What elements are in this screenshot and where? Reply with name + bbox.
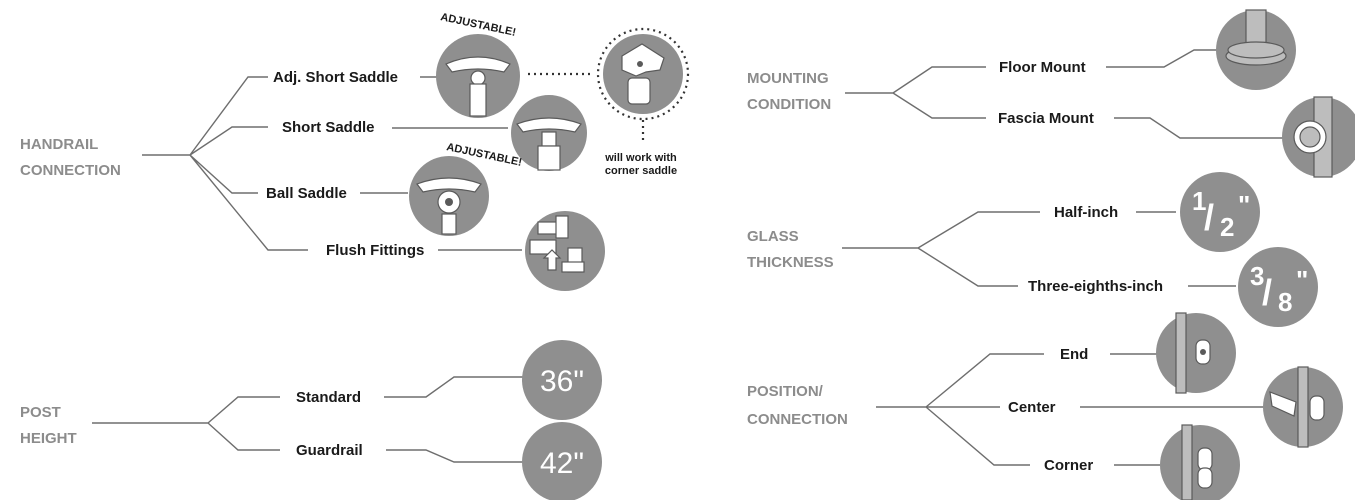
option-flush-fittings: Flush Fittings — [326, 242, 424, 259]
connector-fascia-mount — [1114, 117, 1284, 139]
position-category-line1: POSITION/ — [747, 383, 824, 400]
corner-clamp-icon — [1160, 424, 1240, 500]
corner-note-line2: corner saddle — [605, 165, 677, 177]
saddle-adjustable-icon — [436, 34, 520, 118]
handrail-connection-group: HANDRAIL CONNECTION Adj. Short Saddle Sh… — [20, 11, 690, 291]
option-adj-short-saddle: Adj. Short Saddle — [273, 69, 398, 86]
post-height-group: POST HEIGHT Standard Guardrail 36" 42" — [20, 340, 602, 500]
half-inch-badge: 1 / 2 " — [1180, 172, 1260, 252]
glass-category-line1: GLASS — [747, 228, 799, 245]
option-ball-saddle: Ball Saddle — [266, 185, 347, 202]
connector-floor-mount — [1106, 49, 1218, 68]
three-eighths-denominator: 8 — [1278, 287, 1292, 317]
option-half-inch: Half-inch — [1054, 204, 1118, 221]
half-inch-slash: / — [1204, 197, 1214, 238]
height-42-badge: 42" — [522, 422, 602, 500]
fascia-mount-icon — [1282, 96, 1355, 178]
position-connection-group: POSITION/ CONNECTION End Center Corner — [747, 312, 1343, 500]
handrail-branch-lines — [142, 76, 308, 251]
half-inch-mark: " — [1238, 190, 1250, 220]
height-42-value: 42" — [540, 447, 584, 480]
glass-category-line2: THICKNESS — [747, 254, 834, 271]
corner-saddle-icon — [603, 34, 683, 114]
three-eighths-mark: " — [1296, 265, 1308, 295]
three-eighths-badge: 3 / 8 " — [1238, 247, 1318, 327]
option-three-eighths-inch: Three-eighths-inch — [1028, 278, 1163, 295]
three-eighths-slash: / — [1262, 272, 1272, 313]
ball-saddle-icon — [409, 156, 489, 236]
option-end: End — [1060, 346, 1088, 363]
mounting-category-line2: CONDITION — [747, 96, 831, 113]
mounting-category-line1: MOUNTING — [747, 70, 829, 87]
corner-saddle-outline — [596, 27, 690, 121]
post-height-category-line2: HEIGHT — [20, 430, 77, 447]
short-saddle-icon — [511, 95, 587, 171]
option-center: Center — [1008, 399, 1056, 416]
connector-guardrail — [386, 449, 524, 463]
three-eighths-numerator: 3 — [1250, 261, 1264, 291]
height-36-badge: 36" — [522, 340, 602, 420]
glass-branch-lines — [842, 211, 1040, 287]
flush-fittings-icon — [525, 211, 605, 291]
center-clamp-icon — [1263, 366, 1343, 448]
position-category-line2: CONNECTION — [747, 411, 848, 428]
handrail-category-line1: HANDRAIL — [20, 136, 98, 153]
position-branch-lines — [876, 353, 1044, 466]
mounting-condition-group: MOUNTING CONDITION Floor Mount Fascia Mo… — [747, 9, 1355, 178]
post-height-category-line1: POST — [20, 404, 61, 421]
option-corner: Corner — [1044, 457, 1093, 474]
end-clamp-icon — [1156, 312, 1236, 394]
mounting-branch-lines — [845, 66, 986, 119]
corner-note-line1: will work with — [604, 152, 677, 164]
half-inch-numerator: 1 — [1192, 186, 1206, 216]
connector-standard — [384, 376, 524, 398]
option-short-saddle: Short Saddle — [282, 119, 375, 136]
option-floor-mount: Floor Mount — [999, 59, 1086, 76]
option-standard: Standard — [296, 389, 361, 406]
post-height-branch-lines — [92, 396, 280, 451]
height-36-value: 36" — [540, 365, 584, 398]
floor-mount-icon — [1216, 9, 1296, 90]
option-fascia-mount: Fascia Mount — [998, 110, 1094, 127]
half-inch-denominator: 2 — [1220, 212, 1234, 242]
handrail-category-line2: CONNECTION — [20, 162, 121, 179]
option-guardrail: Guardrail — [296, 442, 363, 459]
glass-thickness-group: GLASS THICKNESS Half-inch Three-eighths-… — [747, 172, 1318, 327]
